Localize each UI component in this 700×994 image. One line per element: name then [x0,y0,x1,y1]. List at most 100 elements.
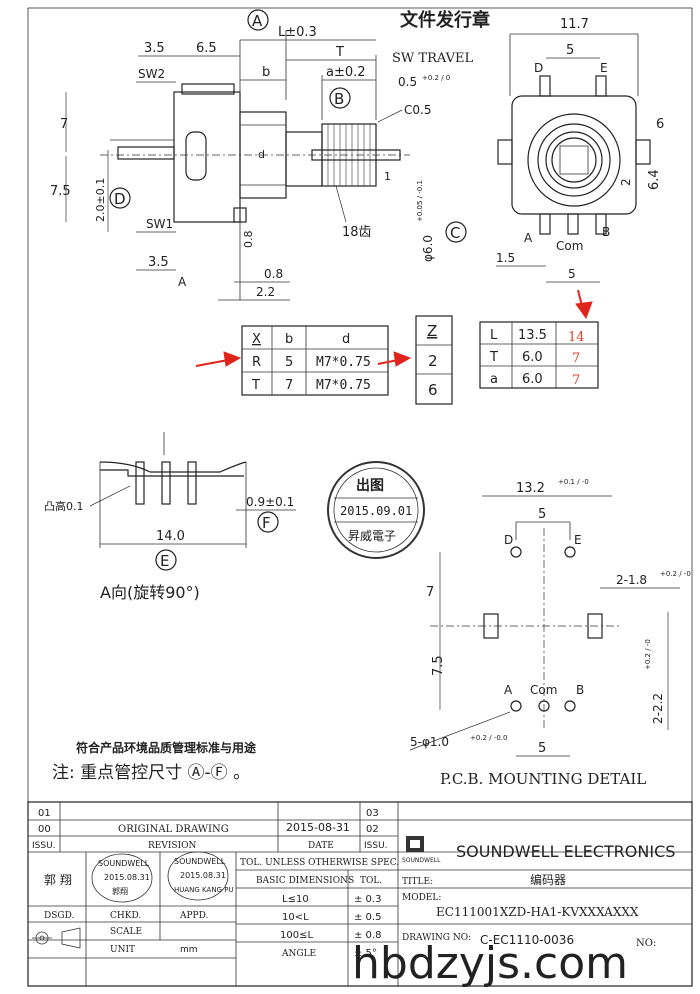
pcb-hole [564,546,576,558]
dim-3-5-top: 3.5 [144,41,165,56]
dim-7-5-pcb: 7.5 [431,655,446,676]
stamp-1-name: 郭翔 [112,886,128,896]
dim-2-2-2: 2-2.2 [651,693,665,724]
dim-18-teeth: 18齿 [342,225,372,240]
stamp-2-top: SOUNDWELL [174,857,226,866]
dim-7-5: 7.5 [50,184,71,199]
inspector-stamp-2: SOUNDWELL 2015.08.31 HUANG KANG PU [167,851,234,901]
rev-01: 01 [38,808,51,819]
table-x-cell: 5 [285,355,293,370]
projection-symbol-icon [32,927,81,949]
dim-11-7: 11.7 [560,17,589,32]
label-dsgd: DSGD. [44,911,74,921]
bump-note: 凸高0.1 [44,499,84,513]
model-label: MODEL: [402,893,441,903]
watermark-text: hbdzyjs.com [352,938,628,989]
table-x-cell: T [251,378,260,393]
callout-c-label: C [450,224,460,242]
table-z: Z 2 6 [415,315,453,405]
dim-13-2-tol: +0.1 / -0 [558,478,589,486]
side-view [100,30,410,300]
table-x-header-d: d [342,332,350,347]
pcb-pin-d: D [504,533,513,547]
tol-row: ± 0.3 [354,894,381,905]
label-appd: APPD. [179,911,209,921]
callout-e [155,549,177,571]
table-z-cell: 2 [428,352,438,370]
model-value: EC111001XZD-HA1-KVXXXAXXX [436,905,639,919]
rev-00: 00 [38,824,51,835]
table-l-cell: 6.0 [522,372,543,387]
table-l-cell: a [490,372,498,387]
pcb-mounting-detail: 13.2 +0.1 / -0 5 D E 2-1.8 +0.2 / -0 7 7… [409,478,691,788]
rev-02: 02 [366,824,379,835]
dim-0-5-tol: +0.2 / 0 [422,74,450,82]
red-arrow-icon [575,289,593,320]
dim-7-pcb: 7 [426,585,434,600]
callout-b [329,87,351,109]
release-stamp-date: 2015.09.01 [340,504,412,518]
label-chkd: CHKD. [110,911,141,921]
dim-2-1-8: 2-1.8 [616,573,647,587]
label-a-dir: A [178,275,187,289]
callout-b-label: B [334,90,344,108]
company-name: SOUNDWELL ELECTRONICS [456,842,675,861]
dim-5: 5 [566,43,574,58]
callout-e-label: E [160,552,169,570]
dim-5-phi-tol: +0.2 / -0.0 [470,734,507,742]
pcb-hole [510,700,522,712]
dim-3-5-bot: 3.5 [148,255,169,270]
dim-2-0: 2.0±0.1 [94,178,107,222]
pin-d: D [534,61,543,75]
dim-2-2-2-tol: +0.2 / -0 [644,639,652,670]
dim-2-2: 2.2 [256,285,275,299]
dim-1-5: 1.5 [496,251,515,265]
tol-row: 10<L [282,912,309,923]
title-label: TITLE: [402,877,433,887]
tol-row: ± 0.5 [354,912,381,923]
title-value: 编码器 [530,872,566,887]
rev-00-date: 2015-08-31 [286,821,350,834]
table-x-cell: 7 [285,378,293,393]
detail-e: 凸高0.1 0.9±0.1 F 14.0 E A向(旋转90°) [44,432,296,602]
sw-travel-label: SW TRAVEL [392,51,473,66]
note-line-2: 注: 重点管控尺寸 Ⓐ-Ⓕ 。 [52,763,250,783]
callout-a-label: A [252,12,263,30]
dim-d: d [258,148,265,161]
callout-f-label: F [262,514,271,532]
table-z-cell: 6 [428,381,438,399]
label-angle: ANGLE [281,949,316,959]
table-l-handwritten: 7 [572,373,580,388]
col-issu: ISSU. [32,841,56,851]
table-l-handwritten: 7 [572,351,580,366]
red-arrow-icon [195,351,242,367]
dim-5-phi: 5-φ1.0 [410,735,449,749]
dim-2-1-8-tol: +0.2 / -0 [660,570,691,578]
basic-dimensions: BASIC DIMENSIONS [256,876,354,886]
pin-com: Com [556,239,583,253]
callout-d [109,187,131,209]
dim-14: 14.0 [156,529,185,544]
sw2-label: SW2 [138,67,165,81]
inspector-stamp-1: SOUNDWELL 2015.08.31 郭翔 [91,853,153,903]
table-z-header: Z [427,322,437,340]
table-x-header-b: b [285,332,293,347]
tol-col: TOL. [360,876,382,886]
tol-row: L≤10 [282,894,309,905]
red-arrow-icon [377,351,412,367]
dim-6: 6 [656,117,664,132]
no-label: NO: [636,938,656,949]
detail-e-caption: A向(旋转90°) [100,583,200,602]
dim-l: L±0.3 [278,25,317,40]
table-l-handwritten: 14 [568,330,585,345]
release-stamp-label: 出图 [356,477,384,494]
dim-7: 7 [60,117,68,132]
tol-header: TOL. UNLESS OTHERWISE SPEC. [240,858,399,868]
callout-c [445,221,467,243]
label-scale: SCALE [110,927,142,937]
dim-5-bot: 5 [568,267,576,281]
drawing-no-label: DRAWING NO: [402,933,471,943]
angle-tol: ± 5° [354,948,377,959]
rev-03: 03 [366,808,379,819]
